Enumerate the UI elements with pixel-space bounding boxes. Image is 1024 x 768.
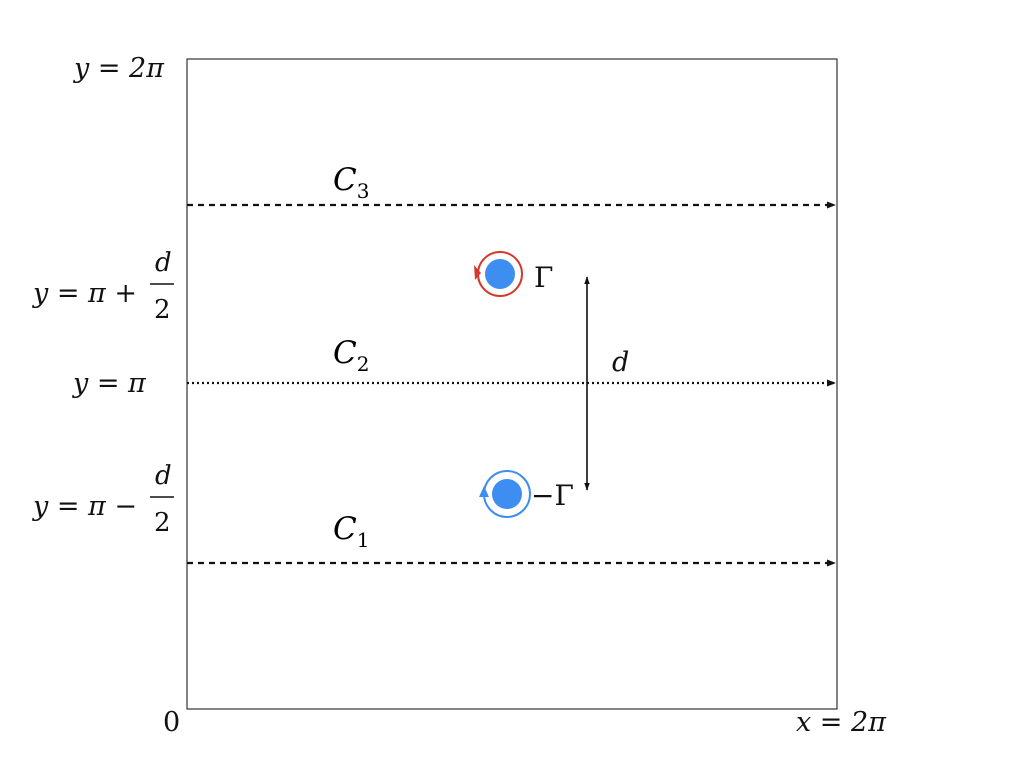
y-bottom-vortex-label: y = π − d 2 — [32, 461, 174, 538]
svg-text:d: d — [155, 461, 172, 491]
contour-c1-name: C — [333, 511, 357, 547]
y-max-label: y = 2π — [73, 53, 165, 84]
svg-text:d: d — [155, 248, 172, 278]
svg-text:2: 2 — [154, 295, 171, 325]
separation-label: d — [612, 347, 629, 378]
svg-text:2: 2 — [154, 508, 171, 538]
contour-c3-label: C3 — [333, 162, 369, 203]
positive-vortex: Γ — [474, 251, 553, 297]
negative-vortex-label: −Γ — [531, 479, 574, 512]
x-max-label: x = 2π — [796, 707, 887, 738]
contour-c3-name: C — [333, 162, 357, 198]
contour-c2-sub: 2 — [357, 352, 370, 376]
negative-vortex: −Γ — [479, 470, 574, 518]
positive-vortex-label: Γ — [534, 261, 553, 294]
contour-c1-label: C1 — [333, 511, 369, 552]
positive-vortex-dot — [485, 259, 515, 289]
clockwise-arrow-icon — [474, 265, 481, 280]
y-top-vortex-label: y = π + d 2 — [32, 248, 174, 325]
contour-c1-sub: 1 — [357, 528, 370, 552]
contour-c2-label: C2 — [333, 335, 369, 376]
contour-c3-sub: 3 — [357, 179, 370, 203]
svg-text:y = π +: y = π + — [32, 278, 137, 309]
counterclockwise-arrow-icon — [479, 486, 489, 497]
y-center-label: y = π — [72, 368, 147, 399]
svg-text:y = π −: y = π − — [32, 491, 137, 522]
origin-label: 0 — [163, 707, 180, 738]
negative-vortex-dot — [492, 479, 522, 509]
contour-c2-name: C — [333, 335, 357, 371]
